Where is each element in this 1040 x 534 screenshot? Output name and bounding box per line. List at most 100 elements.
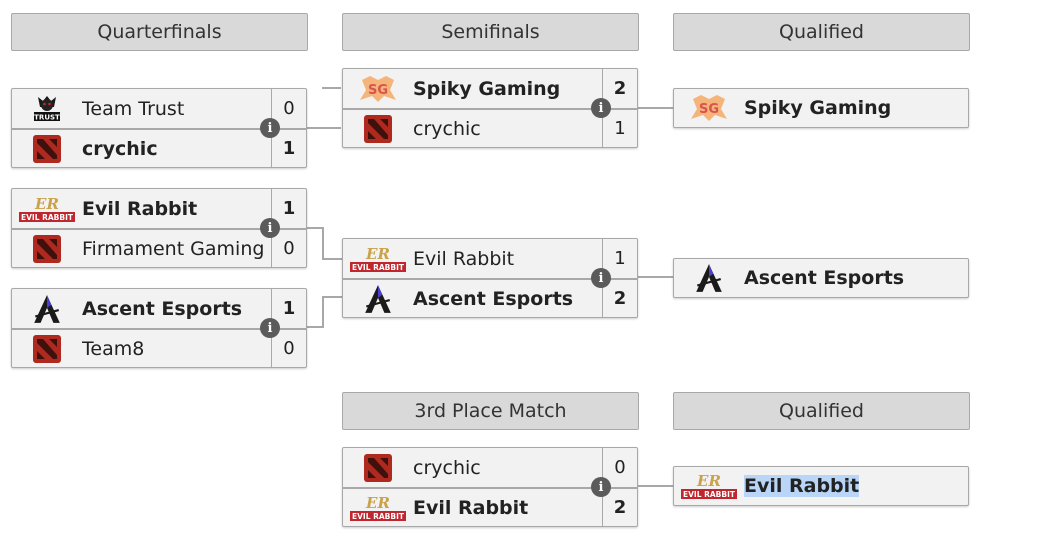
team-name: Team8 (82, 337, 145, 360)
svg-text:ER: ER (365, 494, 390, 512)
team-score: 0 (602, 448, 637, 487)
row-divider (343, 108, 637, 110)
team-score: 1 (271, 289, 306, 328)
match-team-row[interactable]: TRUST Team Trust 0 (12, 89, 306, 128)
match-info-icon[interactable]: i (591, 477, 611, 497)
connector-line (307, 127, 341, 129)
qualified-slot-2[interactable]: Ascent Esports (673, 258, 969, 298)
semifinal-match-2[interactable]: ER EVIL RABBIT Evil Rabbit 1 Ascent Espo… (342, 238, 638, 318)
team-name: Evil Rabbit (744, 475, 968, 497)
header-third-place-label: 3rd Place Match (414, 400, 567, 422)
match-team-row[interactable]: ER EVIL RABBIT Evil Rabbit 2 (343, 488, 637, 527)
team-name: Evil Rabbit (82, 197, 198, 220)
team-score: 1 (602, 109, 637, 148)
team-score: 2 (602, 488, 637, 527)
team-score: 1 (271, 129, 306, 168)
header-qualified-label: Qualified (779, 21, 864, 43)
svg-text:EVIL RABBIT: EVIL RABBIT (683, 490, 736, 499)
match-info-icon[interactable]: i (591, 98, 611, 118)
team-score: 0 (271, 229, 306, 268)
team-name: Spiky Gaming (744, 97, 892, 119)
row-divider (12, 128, 306, 130)
header-quarterfinals: Quarterfinals (11, 13, 308, 51)
header-qualified-third: Qualified (673, 392, 970, 430)
spiky-gaming-logo (674, 89, 744, 128)
dota-logo (12, 329, 82, 368)
spiky-gaming-logo (343, 69, 413, 108)
quarterfinal-match-1[interactable]: TRUST Team Trust 0 crychic 1 i (11, 88, 307, 168)
dota-logo (343, 109, 413, 148)
header-qualified: Qualified (673, 13, 970, 51)
header-quarterfinals-label: Quarterfinals (97, 21, 222, 43)
team-name: Spiky Gaming (413, 77, 561, 100)
team-name: Ascent Esports (744, 267, 905, 289)
row-divider (12, 228, 306, 230)
evil-rabbit-logo: ER EVIL RABBIT (343, 488, 413, 527)
match-info-icon[interactable]: i (260, 218, 280, 238)
team-name: Firmament Gaming (82, 237, 265, 260)
selected-text-highlight: Evil Rabbit (744, 475, 860, 497)
quarterfinal-match-2[interactable]: ER EVIL RABBIT Evil Rabbit 1 Firmament G… (11, 188, 307, 268)
connector-line (322, 258, 342, 260)
match-team-row[interactable]: Spiky Gaming 2 (343, 69, 637, 108)
evil-rabbit-logo: ER EVIL RABBIT (674, 467, 744, 506)
team-name: Ascent Esports (413, 287, 574, 310)
match-team-row[interactable]: Firmament Gaming 0 (12, 229, 306, 268)
dota-logo (343, 448, 413, 487)
connector-line (322, 296, 324, 328)
svg-text:EVIL RABBIT: EVIL RABBIT (352, 263, 405, 272)
svg-text:TRUST: TRUST (34, 113, 60, 121)
header-semifinals-label: Semifinals (441, 21, 540, 43)
team-score: 1 (271, 189, 306, 228)
third-place-qualified-slot[interactable]: ER EVIL RABBIT Evil Rabbit (673, 466, 969, 506)
connector-line (322, 227, 324, 259)
qualified-slot-1[interactable]: Spiky Gaming (673, 88, 969, 128)
team-score: 2 (602, 279, 637, 318)
match-team-row[interactable]: crychic 1 (12, 129, 306, 168)
connector-line (638, 485, 674, 487)
third-place-match[interactable]: crychic 0 ER EVIL RABBIT Evil Rabbit 2 i (342, 447, 638, 527)
connector-line (638, 276, 674, 278)
quarterfinal-match-3[interactable]: Ascent Esports 1 Team8 0 i (11, 288, 307, 368)
match-team-row[interactable]: Team8 0 (12, 329, 306, 368)
svg-text:ER: ER (696, 472, 721, 490)
row-divider (12, 328, 306, 330)
evil-rabbit-logo: ER EVIL RABBIT (12, 189, 82, 228)
team-name: Ascent Esports (82, 297, 243, 320)
svg-text:ER: ER (34, 195, 59, 213)
header-third-place-match: 3rd Place Match (342, 392, 639, 430)
header-semifinals: Semifinals (342, 13, 639, 51)
dota-logo (12, 129, 82, 168)
svg-text:ER: ER (365, 245, 390, 263)
connector-line (638, 107, 674, 109)
team-trust-logo: TRUST (12, 89, 82, 128)
ascent-esports-logo (343, 279, 413, 318)
svg-text:EVIL RABBIT: EVIL RABBIT (21, 213, 74, 222)
semifinal-match-1[interactable]: Spiky Gaming 2 crychic 1 i (342, 68, 638, 148)
connector-line (307, 326, 324, 328)
evil-rabbit-logo: ER EVIL RABBIT (343, 239, 413, 278)
match-team-row[interactable]: ER EVIL RABBIT Evil Rabbit 1 (12, 189, 306, 228)
match-info-icon[interactable]: i (260, 118, 280, 138)
connector-line (322, 87, 341, 89)
ascent-esports-logo (12, 289, 82, 328)
match-team-row[interactable]: Ascent Esports 2 (343, 279, 637, 318)
match-info-icon[interactable]: i (591, 268, 611, 288)
match-team-row[interactable]: ER EVIL RABBIT Evil Rabbit 1 (343, 239, 637, 278)
connector-line (307, 227, 324, 229)
team-name: Evil Rabbit (413, 496, 529, 519)
header-qualified-third-label: Qualified (779, 400, 864, 422)
team-score: 2 (602, 69, 637, 108)
team-score: 0 (271, 329, 306, 368)
match-team-row[interactable]: crychic 0 (343, 448, 637, 487)
row-divider (343, 278, 637, 280)
match-team-row[interactable]: crychic 1 (343, 109, 637, 148)
svg-text:EVIL RABBIT: EVIL RABBIT (352, 512, 405, 521)
ascent-esports-logo (674, 259, 744, 298)
connector-line (322, 296, 342, 298)
match-info-icon[interactable]: i (260, 318, 280, 338)
team-name: Evil Rabbit (413, 247, 515, 270)
team-score: 0 (271, 89, 306, 128)
match-team-row[interactable]: Ascent Esports 1 (12, 289, 306, 328)
team-name: crychic (82, 137, 158, 160)
